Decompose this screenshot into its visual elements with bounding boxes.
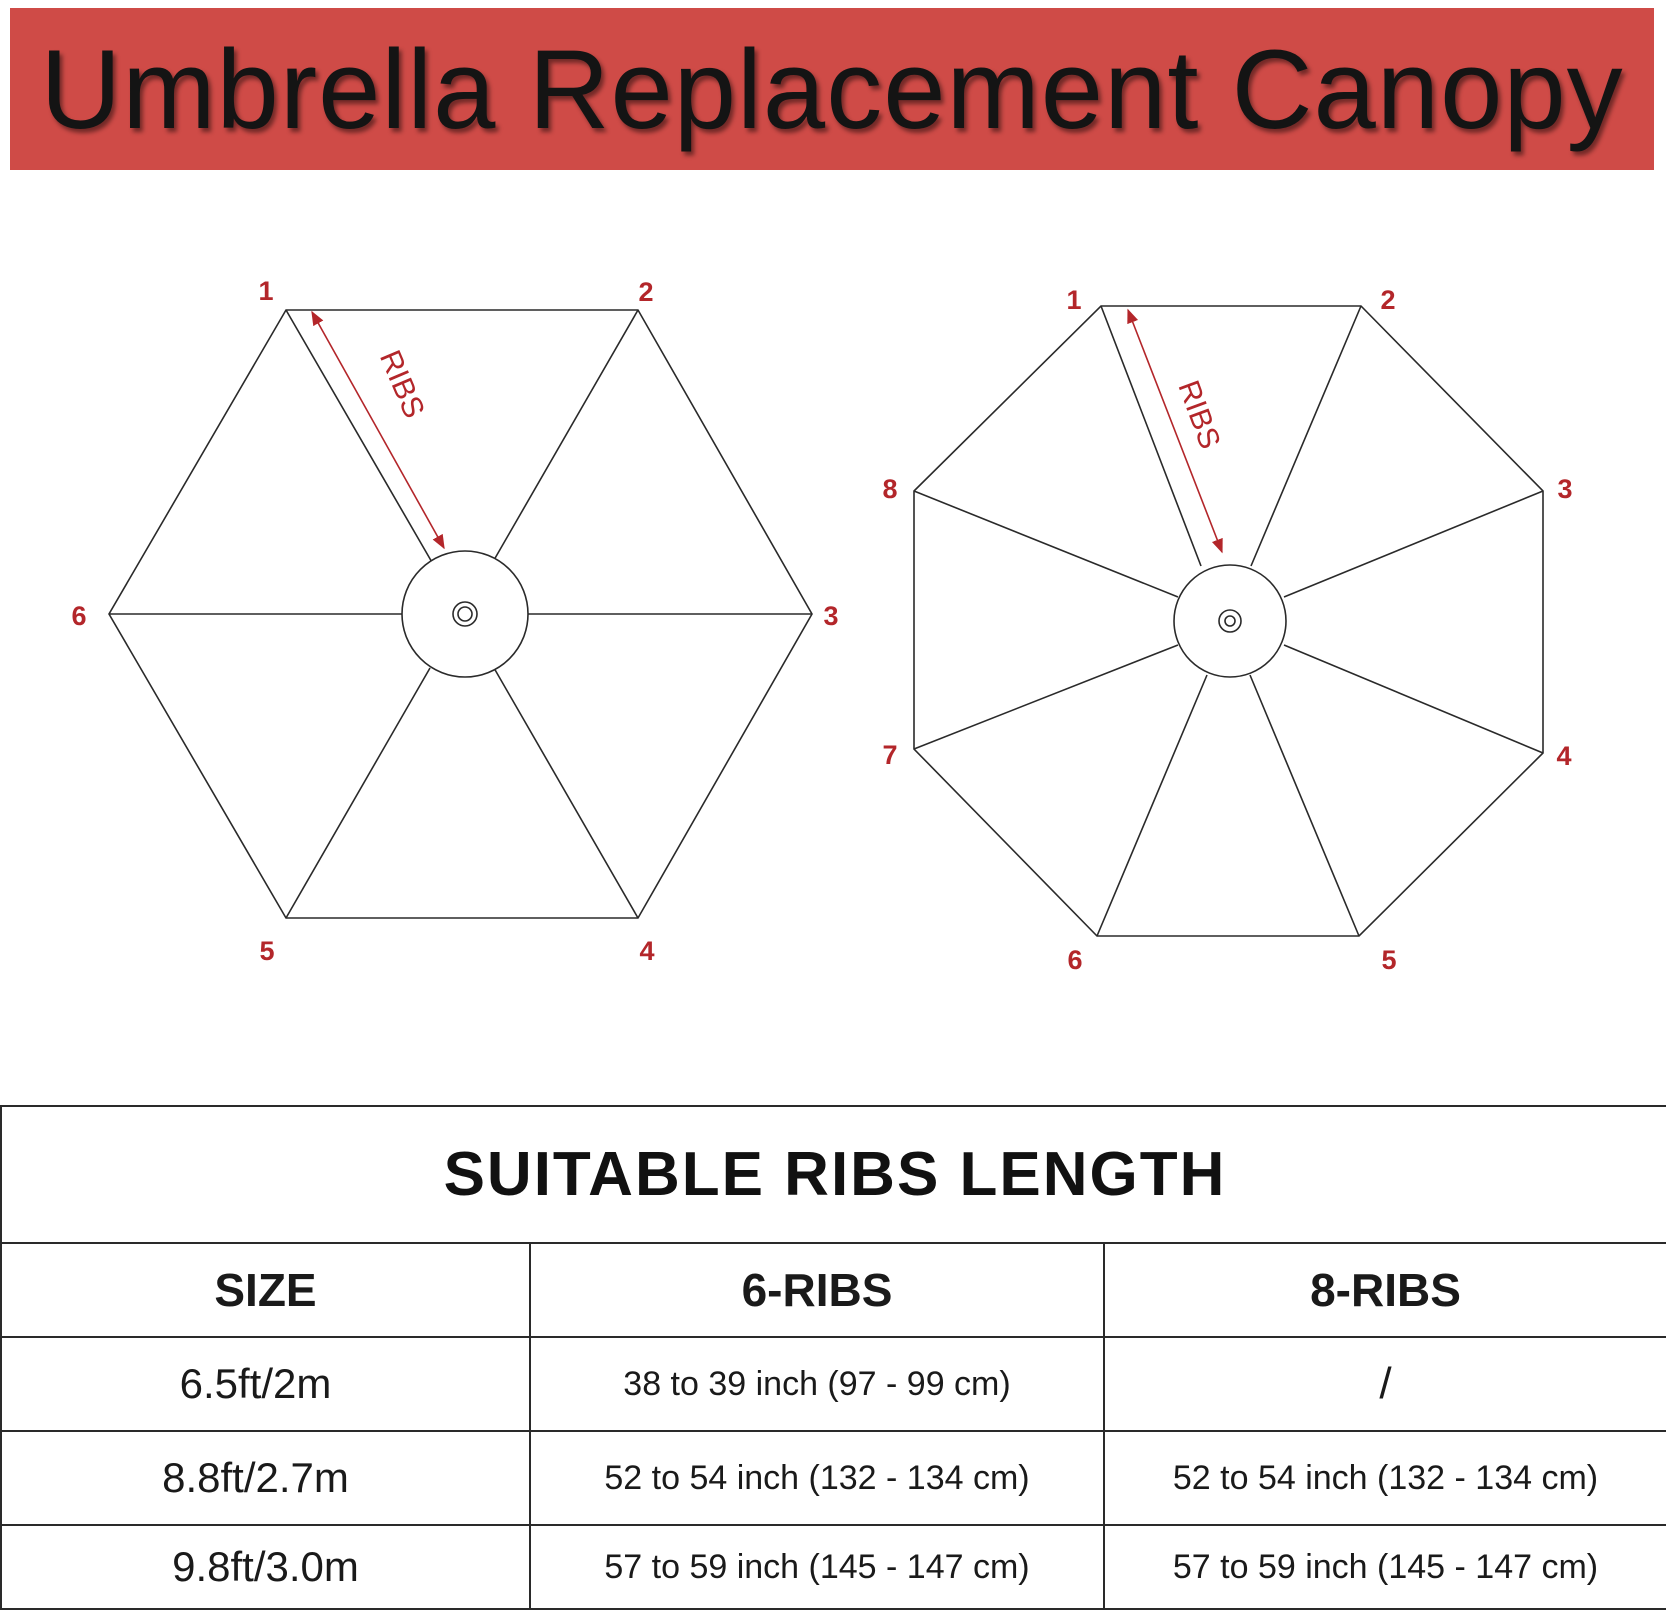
six-rib-diagram bbox=[109, 310, 812, 918]
eight-rib-vertex-label: 2 bbox=[1380, 285, 1395, 315]
ribs-length-table: SIZE 6-RIBS 8-RIBS 6.5ft/2m 38 to 39 inc… bbox=[2, 1244, 1666, 1608]
six-rib-pole-inner bbox=[458, 607, 472, 621]
six-ribs-cell: 52 to 54 inch (132 - 134 cm) bbox=[530, 1430, 1105, 1526]
table-row: 8.8ft/2.7m 52 to 54 inch (132 - 134 cm) … bbox=[2, 1430, 1666, 1526]
eight-rib-rib bbox=[1251, 306, 1361, 566]
six-ribs-cell: 38 to 39 inch (97 - 99 cm) bbox=[530, 1336, 1105, 1432]
eight-rib-rib bbox=[914, 645, 1178, 749]
eight-rib-hub bbox=[1174, 565, 1286, 677]
table-heading: SUITABLE RIBS LENGTH bbox=[2, 1107, 1666, 1244]
six-rib-vertex-label: 2 bbox=[638, 277, 653, 307]
canopy-diagrams: RIBS 1 2 3 4 5 6 RIBS 1 2 3 4 5 6 7 8 bbox=[71, 276, 1572, 975]
eight-rib-vertex-label: 1 bbox=[1066, 285, 1081, 315]
six-rib-vertex-label: 3 bbox=[823, 601, 838, 631]
table-header-row: SIZE 6-RIBS 8-RIBS bbox=[2, 1244, 1666, 1338]
eight-rib-vertex-label: 7 bbox=[882, 740, 897, 770]
six-rib-rib bbox=[494, 310, 638, 560]
six-rib-vertex-label: 5 bbox=[259, 936, 274, 966]
eight-rib-pole-outer bbox=[1219, 610, 1241, 632]
eight-rib-rib bbox=[1284, 645, 1543, 753]
ribs-length-table-box: SUITABLE RIBS LENGTH SIZE 6-RIBS 8-RIBS … bbox=[0, 1105, 1666, 1610]
six-rib-rib bbox=[286, 668, 430, 918]
eight-rib-rib bbox=[1250, 675, 1359, 936]
eight-rib-pole-inner bbox=[1225, 616, 1235, 626]
six-rib-pole-outer bbox=[453, 602, 477, 626]
six-rib-vertex-label: 6 bbox=[71, 601, 86, 631]
eight-rib-vertex-label: 5 bbox=[1381, 945, 1396, 975]
six-rib-vertex-label: 4 bbox=[639, 936, 654, 966]
page-title: Umbrella Replacement Canopy bbox=[40, 26, 1624, 152]
eight-rib-vertex-label: 4 bbox=[1556, 741, 1571, 771]
eight-rib-vertex-labels: 1 2 3 4 5 6 7 8 bbox=[882, 285, 1572, 975]
column-header-size: SIZE bbox=[2, 1244, 531, 1338]
table-row: 9.8ft/3.0m 57 to 59 inch (145 - 147 cm) … bbox=[2, 1524, 1666, 1608]
title-banner: Umbrella Replacement Canopy bbox=[10, 8, 1654, 170]
eight-ribs-cell: 52 to 54 inch (132 - 134 cm) bbox=[1104, 1430, 1666, 1526]
eight-rib-rib bbox=[1284, 491, 1543, 597]
eight-ribs-cell: / bbox=[1104, 1336, 1666, 1432]
six-rib-hub bbox=[402, 551, 528, 677]
eight-rib-diagram bbox=[914, 306, 1543, 936]
six-rib-rib bbox=[494, 668, 638, 918]
six-ribs-cell: 57 to 59 inch (145 - 147 cm) bbox=[530, 1524, 1105, 1608]
table-row: 6.5ft/2m 38 to 39 inch (97 - 99 cm) / bbox=[2, 1336, 1666, 1432]
column-header-6-ribs: 6-RIBS bbox=[530, 1244, 1105, 1338]
column-header-8-ribs: 8-RIBS bbox=[1104, 1244, 1666, 1338]
six-rib-ribs-arrow bbox=[311, 310, 445, 550]
eight-rib-rib bbox=[1097, 675, 1207, 936]
six-rib-vertex-label: 1 bbox=[258, 276, 273, 306]
eight-rib-rib bbox=[914, 491, 1178, 597]
six-rib-vertex-labels: 1 2 3 4 5 6 bbox=[71, 276, 838, 966]
eight-rib-ribs-arrow bbox=[1128, 308, 1222, 554]
size-cell: 9.8ft/3.0m bbox=[2, 1524, 531, 1608]
eight-rib-vertex-label: 8 bbox=[882, 474, 897, 504]
size-cell: 8.8ft/2.7m bbox=[2, 1430, 531, 1526]
size-cell: 6.5ft/2m bbox=[2, 1336, 531, 1432]
eight-ribs-cell: 57 to 59 inch (145 - 147 cm) bbox=[1104, 1524, 1666, 1608]
eight-rib-vertex-label: 3 bbox=[1557, 474, 1572, 504]
eight-rib-vertex-label: 6 bbox=[1067, 945, 1082, 975]
